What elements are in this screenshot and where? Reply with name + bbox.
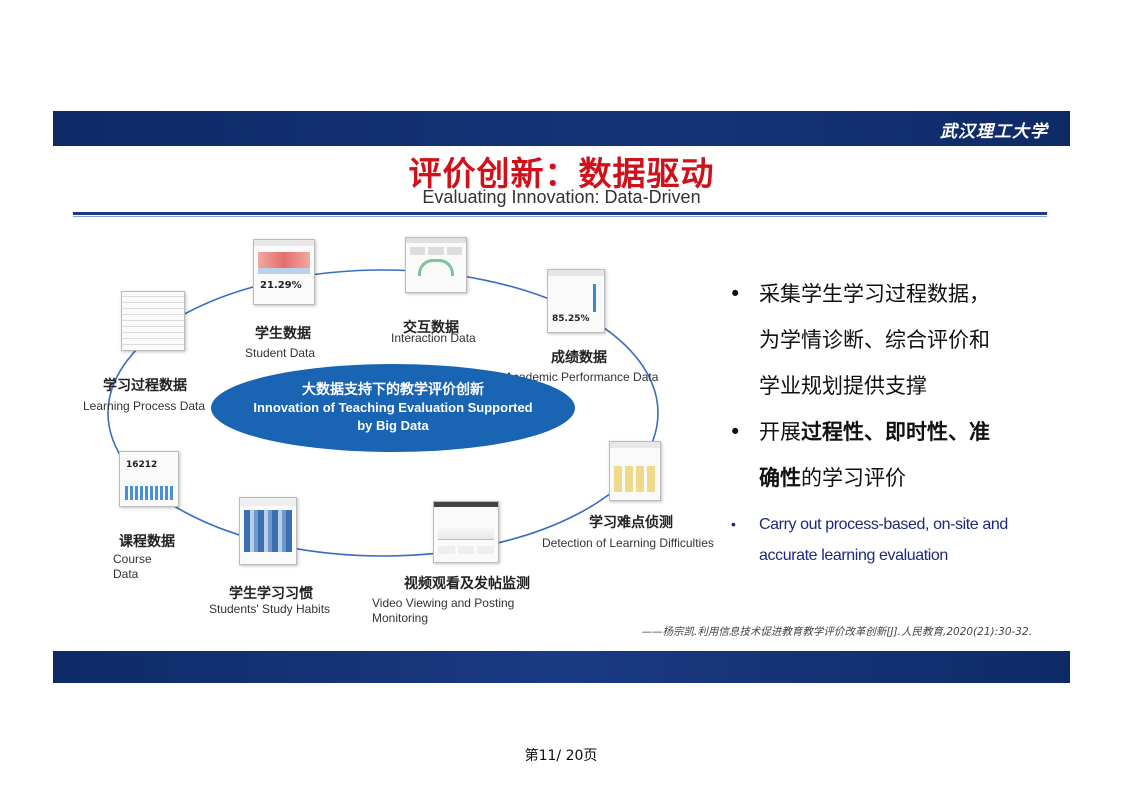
bullet-1-line-2: 为学情诊断、综合评价和 bbox=[759, 317, 1049, 363]
bullet-2: • 开展过程性、即时性、准 确性的学习评价 bbox=[729, 409, 1049, 501]
bullet-marker: • bbox=[731, 509, 736, 540]
hub-title-en-1: Innovation of Teaching Evaluation Suppor… bbox=[211, 399, 575, 417]
video-monitoring-label-en-2: Monitoring bbox=[372, 611, 428, 625]
course-data-label-en-2: Data bbox=[113, 567, 138, 581]
bullet-2-suffix: 的学习评价 bbox=[801, 466, 906, 490]
difficulty-detection-label-en: Detection of Learning Difficulties bbox=[542, 536, 714, 550]
bullet-2-emphasis-2: 确性 bbox=[759, 466, 801, 490]
interaction-data-label-en: Interaction Data bbox=[391, 331, 476, 345]
course-data-thumbnail: 16212 bbox=[119, 451, 179, 507]
learning-process-label-en: Learning Process Data bbox=[83, 399, 205, 413]
bullet-list: • 采集学生学习过程数据， 为学情诊断、综合评价和 学业规划提供支撑 • 开展过… bbox=[729, 271, 1049, 571]
student-thumb-value: 21.29% bbox=[260, 280, 314, 291]
learning-process-thumbnail bbox=[121, 291, 185, 351]
bullet-1-line-1: 采集学生学习过程数据， bbox=[759, 271, 1049, 317]
performance-data-thumbnail: 85.25% bbox=[547, 269, 605, 333]
performance-data-label-cn: 成绩数据 bbox=[551, 347, 607, 367]
bullet-marker: • bbox=[729, 271, 741, 317]
bullet-3-line-1: Carry out process-based, on-site and bbox=[759, 509, 1049, 540]
student-data-label-en: Student Data bbox=[245, 346, 315, 360]
bullet-2-prefix: 开展 bbox=[759, 420, 801, 444]
bullet-1: • 采集学生学习过程数据， 为学情诊断、综合评价和 学业规划提供支撑 bbox=[729, 271, 1049, 409]
course-data-label-en-1: Course bbox=[113, 552, 152, 566]
course-data-label-cn: 课程数据 bbox=[119, 531, 175, 551]
hub-title-cn: 大数据支持下的教学评价创新 bbox=[211, 379, 575, 399]
difficulty-detection-label-cn: 学习难点侦测 bbox=[589, 512, 673, 532]
bottom-banner bbox=[53, 651, 1070, 683]
bullet-3-line-2: accurate learning evaluation bbox=[759, 540, 1049, 571]
bullet-1-line-3: 学业规划提供支撑 bbox=[759, 363, 1049, 409]
study-habits-label-cn: 学生学习习惯 bbox=[229, 583, 313, 603]
student-data-label-cn: 学生数据 bbox=[255, 323, 311, 343]
video-monitoring-thumbnail bbox=[433, 501, 499, 563]
citation: ——杨宗凯.利用信息技术促进教育教学评价改革创新[J].人民教育,2020(21… bbox=[642, 624, 1032, 639]
bullet-3-english: • Carry out process-based, on-site and a… bbox=[729, 509, 1049, 571]
page-number: 第11/ 20页 bbox=[0, 745, 1122, 765]
slide: 武汉理工大学 评价创新：数据驱动 Evaluating Innovation: … bbox=[53, 111, 1070, 683]
hub-title-en-2: by Big Data bbox=[211, 417, 575, 435]
bullet-marker: • bbox=[729, 409, 741, 455]
video-monitoring-label-en-1: Video Viewing and Posting bbox=[372, 596, 514, 610]
central-hub: 大数据支持下的教学评价创新 Innovation of Teaching Eva… bbox=[211, 364, 575, 452]
interaction-data-thumbnail bbox=[405, 237, 467, 293]
difficulty-detection-thumbnail bbox=[609, 441, 661, 501]
bullet-2-emphasis-1: 过程性、即时性、准 bbox=[801, 420, 990, 444]
video-monitoring-label-cn: 视频观看及发帖监测 bbox=[404, 573, 530, 593]
study-habits-thumbnail bbox=[239, 497, 297, 565]
student-data-thumbnail: 21.29% bbox=[253, 239, 315, 305]
learning-process-label-cn: 学习过程数据 bbox=[103, 375, 187, 395]
course-thumb-value: 16212 bbox=[126, 460, 178, 470]
study-habits-label-en: Students' Study Habits bbox=[209, 602, 330, 616]
performance-thumb-value: 85.25% bbox=[552, 314, 590, 324]
